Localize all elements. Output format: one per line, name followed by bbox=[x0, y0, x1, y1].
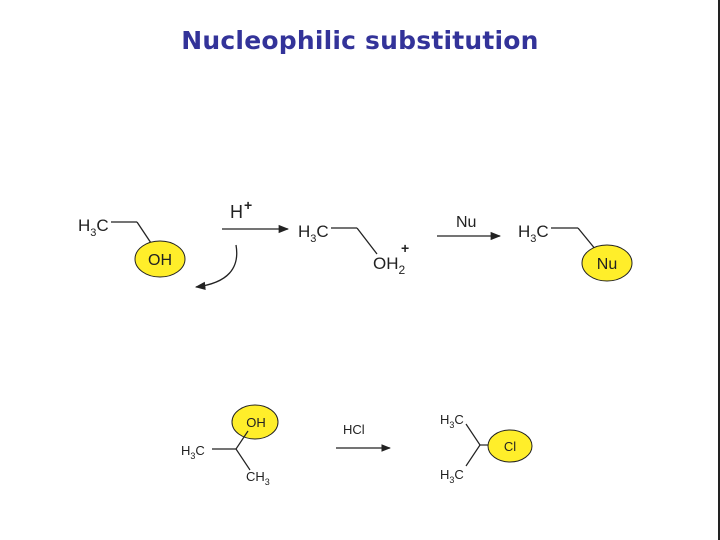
protonation-step: H+ bbox=[194, 197, 290, 290]
hydroxyl-label: OH bbox=[246, 415, 266, 430]
bond bbox=[577, 227, 597, 251]
bond bbox=[235, 430, 249, 450]
nucleophile-highlight bbox=[581, 244, 633, 282]
nucleophile-label: Nu bbox=[456, 214, 476, 231]
hcl-step: HCl bbox=[336, 422, 391, 452]
methyl-label-left: H3C bbox=[181, 443, 205, 461]
curved-arrow bbox=[194, 244, 238, 290]
hydroxyl-highlight bbox=[134, 240, 186, 278]
intermediate-methyl-label: H3C bbox=[298, 222, 329, 245]
right-border bbox=[718, 0, 720, 540]
methyl-label-bottom: CH3 bbox=[246, 469, 270, 487]
product-methyl-label: H3C bbox=[518, 222, 549, 245]
substitution-product: H3C Nu bbox=[518, 222, 633, 282]
hydroxyl-highlight bbox=[231, 404, 279, 440]
reactant-alcohol: OH H3C CH3 bbox=[181, 404, 279, 487]
oxonium-charge: + bbox=[401, 240, 409, 256]
proton-label: H+ bbox=[230, 197, 252, 222]
slide-title: Nucleophilic substitution bbox=[181, 26, 539, 55]
bond bbox=[356, 227, 378, 255]
reactant-methyl-label: H3C bbox=[78, 216, 109, 239]
protonated-intermediate: H3C OH2 + bbox=[298, 222, 409, 277]
chloride-highlight bbox=[487, 429, 533, 463]
hydroxyl-label: OH bbox=[148, 252, 172, 269]
reactant-ethanol: H3C OH bbox=[78, 216, 186, 278]
oxonium-label: OH2 bbox=[373, 254, 406, 277]
methyl-label-lower: H3C bbox=[440, 467, 464, 485]
chloride-label: Cl bbox=[504, 439, 516, 454]
chloride-product: H3C H3C Cl bbox=[440, 412, 533, 485]
reagent-label: HCl bbox=[343, 422, 365, 437]
bond bbox=[465, 423, 481, 446]
nucleophile-step: Nu bbox=[437, 214, 502, 241]
bond bbox=[465, 444, 481, 467]
bond bbox=[235, 448, 251, 471]
nucleophile-group-label: Nu bbox=[597, 256, 617, 273]
methyl-label-top: H3C bbox=[440, 412, 464, 430]
